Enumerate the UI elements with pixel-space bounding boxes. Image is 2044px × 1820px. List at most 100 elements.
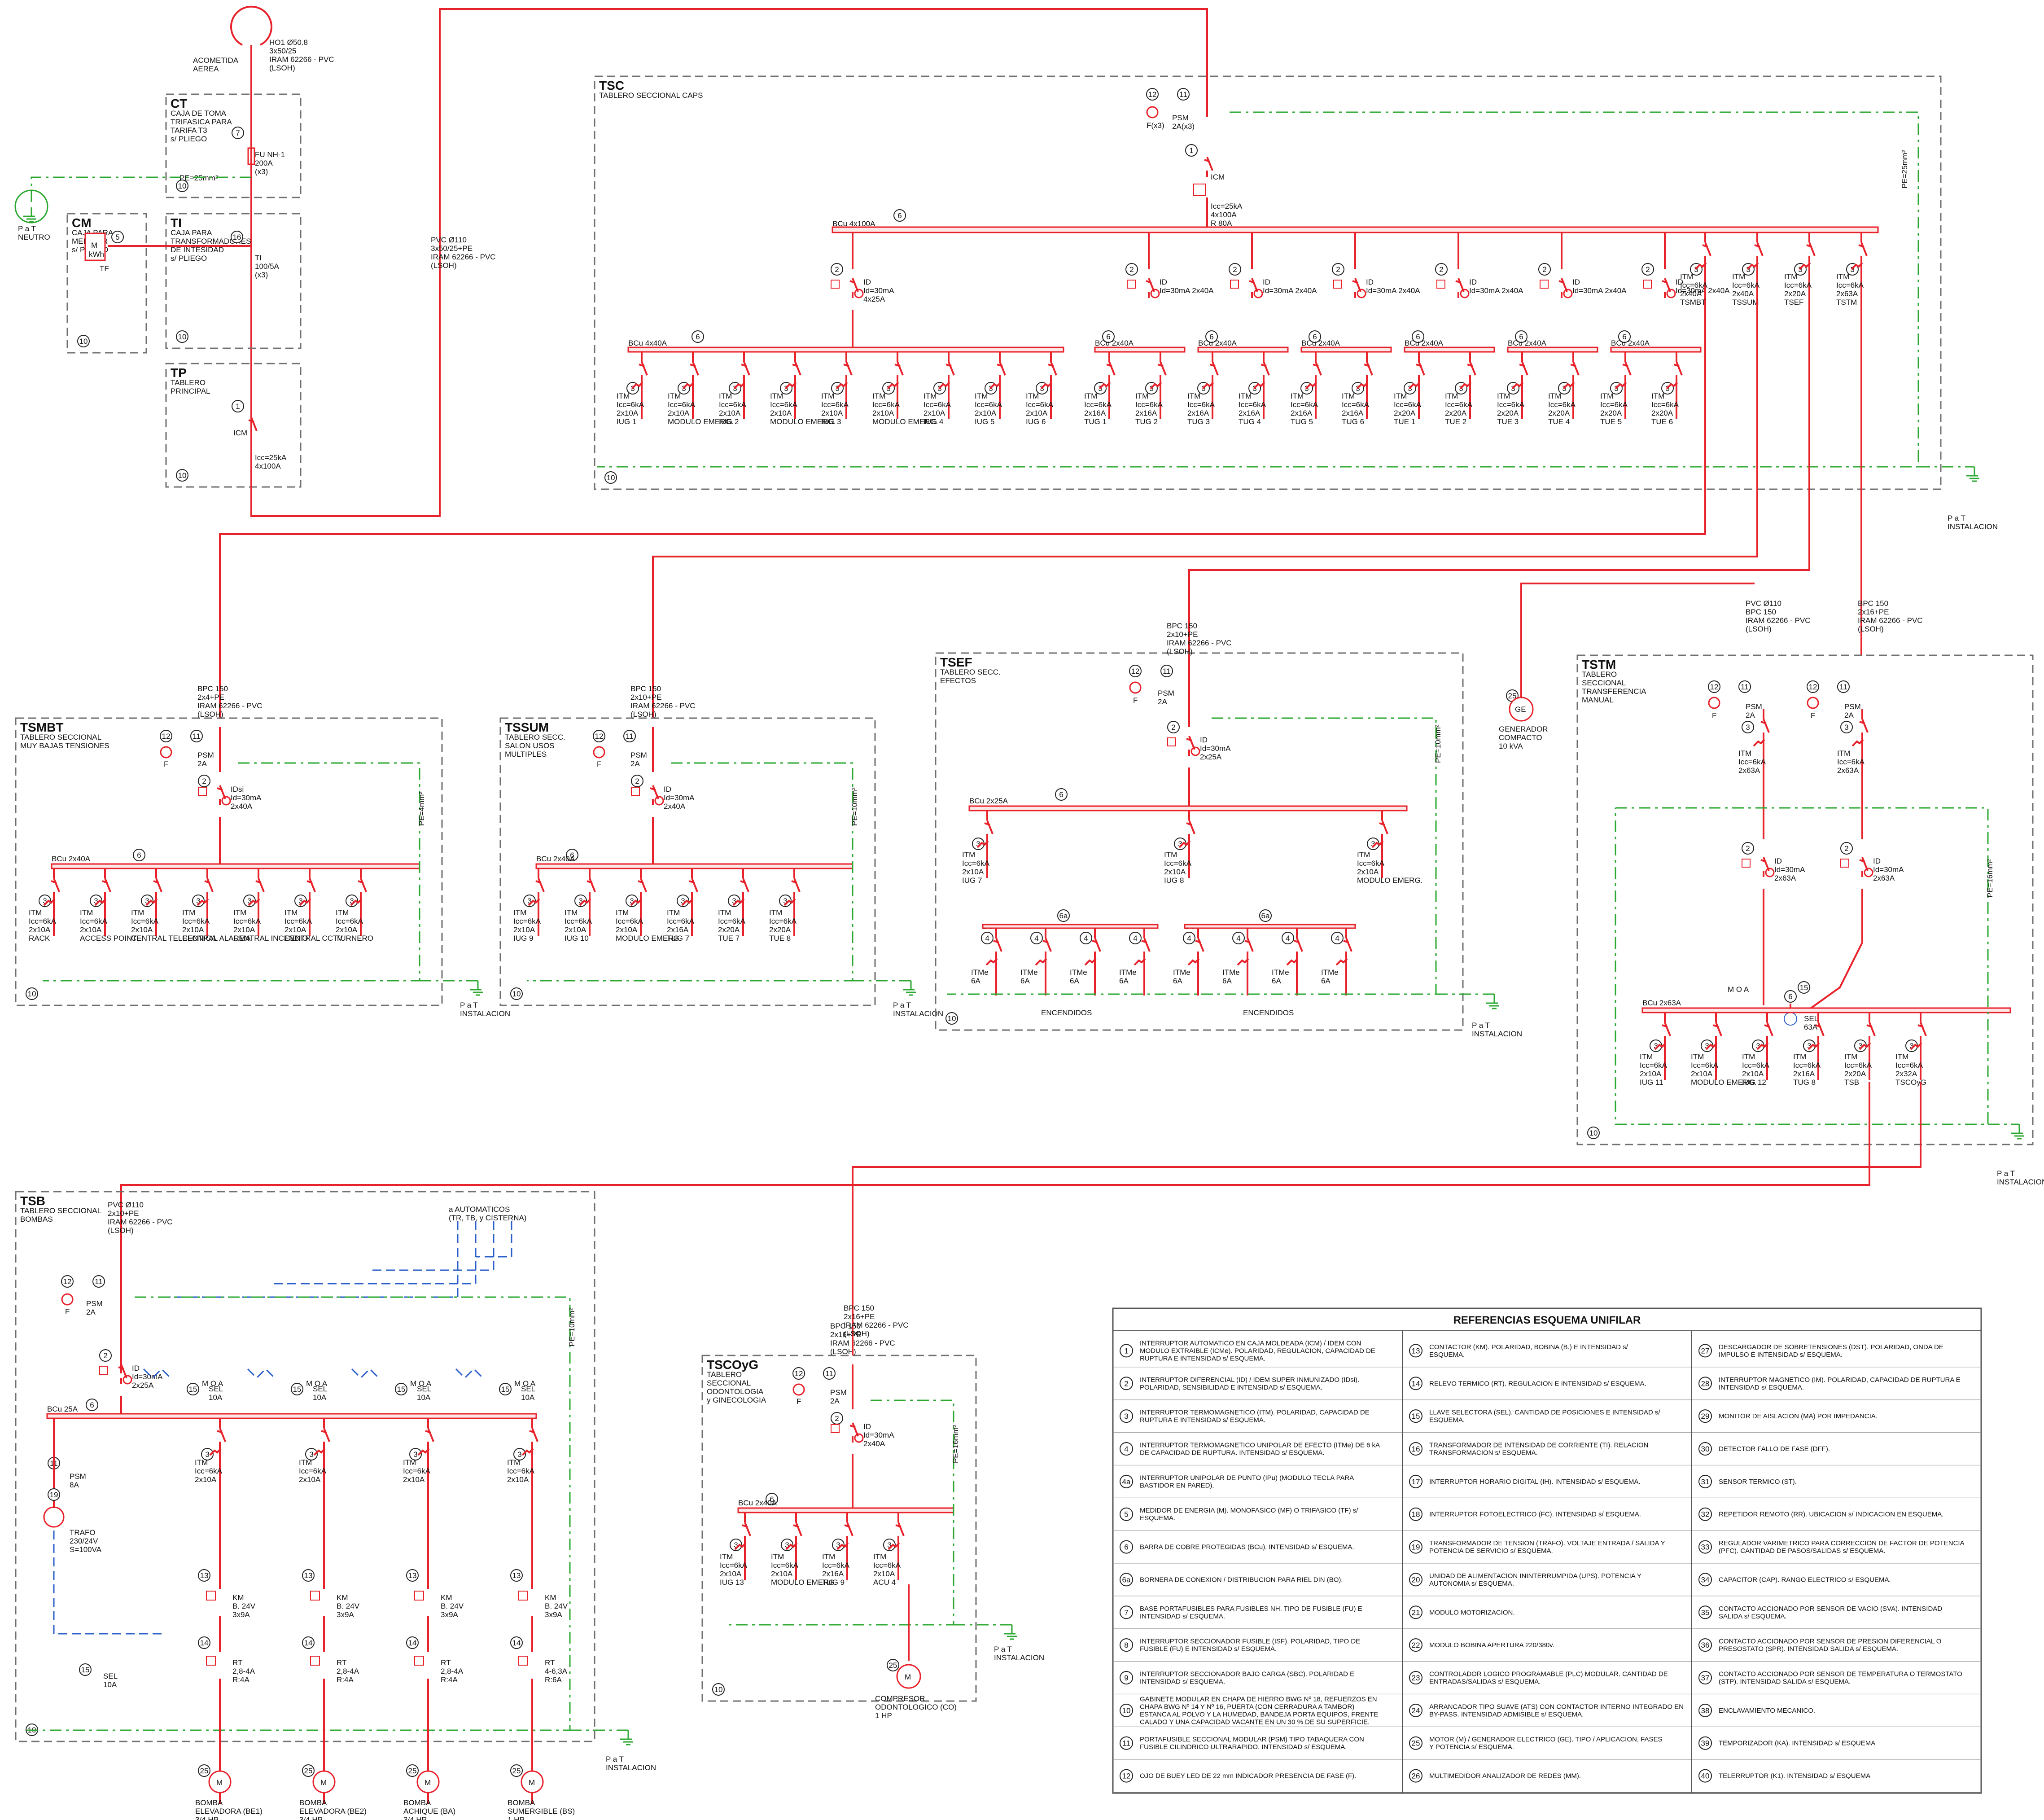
panel-ti-cabinet-ref — [176, 330, 188, 343]
circuit-label: IUG 5 — [975, 417, 994, 426]
references-text: RUPTURA E INTENSIDAD s/ ESQUEMA. — [1140, 1355, 1265, 1362]
tstm-itm-label: 2x63A — [1738, 766, 1760, 775]
id-label: Id=30mA — [664, 794, 695, 802]
reference-number — [291, 1383, 303, 1395]
psm-label: PSM — [197, 751, 214, 759]
breaker-mark — [1662, 1024, 1668, 1028]
reference-number-text: 2 — [1336, 265, 1340, 274]
reference-number — [305, 1448, 318, 1460]
circuit-label: TUE 2 — [1445, 417, 1466, 426]
id-label: Id=30mA 2x40A — [1366, 286, 1420, 295]
circuit-label: Icc=6kA — [1164, 859, 1192, 868]
panel-ct-desc: s/ PLIEGO — [171, 135, 207, 143]
circuit-label: ITM — [1600, 392, 1613, 400]
breaker-mark — [1519, 364, 1525, 367]
circuit-label: Icc=6kA — [1651, 400, 1679, 409]
panel-cm-cabinet-ref — [77, 335, 90, 347]
id-label: Id=30mA 2x40A — [1572, 286, 1627, 295]
id-contact — [120, 1364, 127, 1378]
id-test-icon — [1127, 280, 1136, 289]
references-number-text: 26 — [1412, 1772, 1420, 1781]
reference-number-text: 2 — [1542, 265, 1546, 274]
tsc-subbus — [627, 346, 1064, 353]
circuit-label: 2x10A — [975, 409, 997, 417]
motor-symbol: M — [216, 1778, 223, 1787]
circuit-label: Icc=6kA — [182, 917, 210, 925]
tstm-cable-a: PVC Ø110 — [1746, 599, 1781, 608]
breaker-mark — [1713, 1024, 1719, 1028]
references-number — [1698, 1409, 1712, 1423]
thermal-relay-icon — [414, 1656, 424, 1666]
reference-number-text: 2 — [835, 1414, 839, 1423]
panel-tstm-desc: MANUAL — [1582, 696, 1614, 704]
reference-number — [346, 895, 358, 907]
circuit-label: IUG 10 — [565, 934, 589, 943]
reference-number — [1807, 680, 1819, 693]
pump-label: BOMBA — [195, 1798, 223, 1807]
contactor-label: 3x9A — [441, 1610, 458, 1619]
phase-lamp-icon — [792, 1383, 805, 1396]
psm-label: 2A — [830, 1397, 840, 1405]
id-contact — [1561, 278, 1568, 292]
references-number-text: 15 — [1412, 1412, 1420, 1421]
reference-number — [883, 1539, 896, 1551]
service-cable-label: (LSOH) — [269, 64, 295, 72]
references-number-text: 33 — [1701, 1543, 1710, 1552]
selector-icon — [455, 1368, 484, 1379]
circuit-label: 2x20A — [1445, 409, 1467, 417]
reference-number — [201, 1448, 214, 1460]
itme-label: 6A — [1020, 977, 1030, 985]
reference-number-text: 13 — [304, 1571, 313, 1580]
id-label: 2x40A — [231, 802, 253, 811]
main-riser-cable-label: 3x50/25+PE — [431, 244, 473, 253]
references-text: ESQUEMA. — [1429, 1351, 1465, 1359]
phase-lamp-icon — [160, 746, 172, 759]
group-bus-label: BCu 2x40A — [1611, 339, 1650, 347]
panel-tssum-desc: SALON USOS — [505, 741, 555, 750]
tsc-pe-line — [597, 111, 1919, 468]
reference-number-text: 2 — [835, 265, 839, 274]
reference-number-text: 10 — [79, 337, 88, 346]
references-number — [1120, 1409, 1133, 1423]
reference-number-text: 4 — [1236, 934, 1240, 943]
references-number-text: 3 — [1124, 1412, 1128, 1421]
circuit-label: 2x40A — [1732, 289, 1754, 298]
references-number — [1120, 1540, 1133, 1554]
reference-number-text: 2 — [1844, 844, 1848, 853]
circuit-label: Icc=6kA — [719, 400, 747, 409]
reference-number-text: 10 — [28, 990, 36, 998]
itm-contact — [793, 878, 801, 892]
circuit-label: Icc=6kA — [1742, 1061, 1770, 1070]
reference-number-text: 7 — [236, 129, 240, 137]
references-number-text: 31 — [1701, 1478, 1710, 1486]
references-number — [1698, 1703, 1712, 1717]
itm-contact — [743, 361, 750, 376]
circuit-label: ACCESS POINT — [80, 934, 137, 943]
references-number-text: 24 — [1412, 1706, 1420, 1715]
reference-number-text: 3 — [783, 897, 787, 905]
itm-contact — [846, 1522, 853, 1536]
references-number-text: 20 — [1412, 1575, 1420, 1584]
circuit-label: TSEF — [1784, 298, 1803, 307]
panel-tssum-cabinet-ref — [510, 987, 523, 1000]
references-number — [1120, 1377, 1133, 1390]
phase-lamp-icon — [1129, 681, 1142, 694]
tsb-itm-label: Icc=6kA — [507, 1467, 535, 1475]
panel-tssum-cable-label: 2x10+PE — [630, 693, 661, 702]
reference-number — [510, 1569, 523, 1582]
circuit-label: ITM — [1548, 392, 1561, 400]
circuit-label: IUG 8 — [1164, 876, 1184, 885]
reference-number — [232, 400, 244, 412]
panel-ct-desc: TARIFA T3 — [171, 126, 207, 135]
pump-label: SUMERGIBLE (BS) — [508, 1807, 575, 1816]
breaker-mark — [638, 880, 644, 884]
id-label: Id=30mA — [1873, 865, 1904, 874]
itme-label: 6A — [1173, 977, 1182, 985]
icm-module-icon — [1193, 184, 1206, 196]
breaker-mark — [895, 1524, 902, 1528]
pump-motor-icon — [521, 1770, 544, 1794]
references-text: IMPULSO E INTENSIDAD s/ ESQUEMA. — [1719, 1351, 1843, 1359]
reference-number-text: 25 — [889, 1661, 897, 1670]
pump-label: 3/4 HP — [195, 1816, 219, 1820]
circuit-label: IUG 9 — [513, 934, 533, 943]
